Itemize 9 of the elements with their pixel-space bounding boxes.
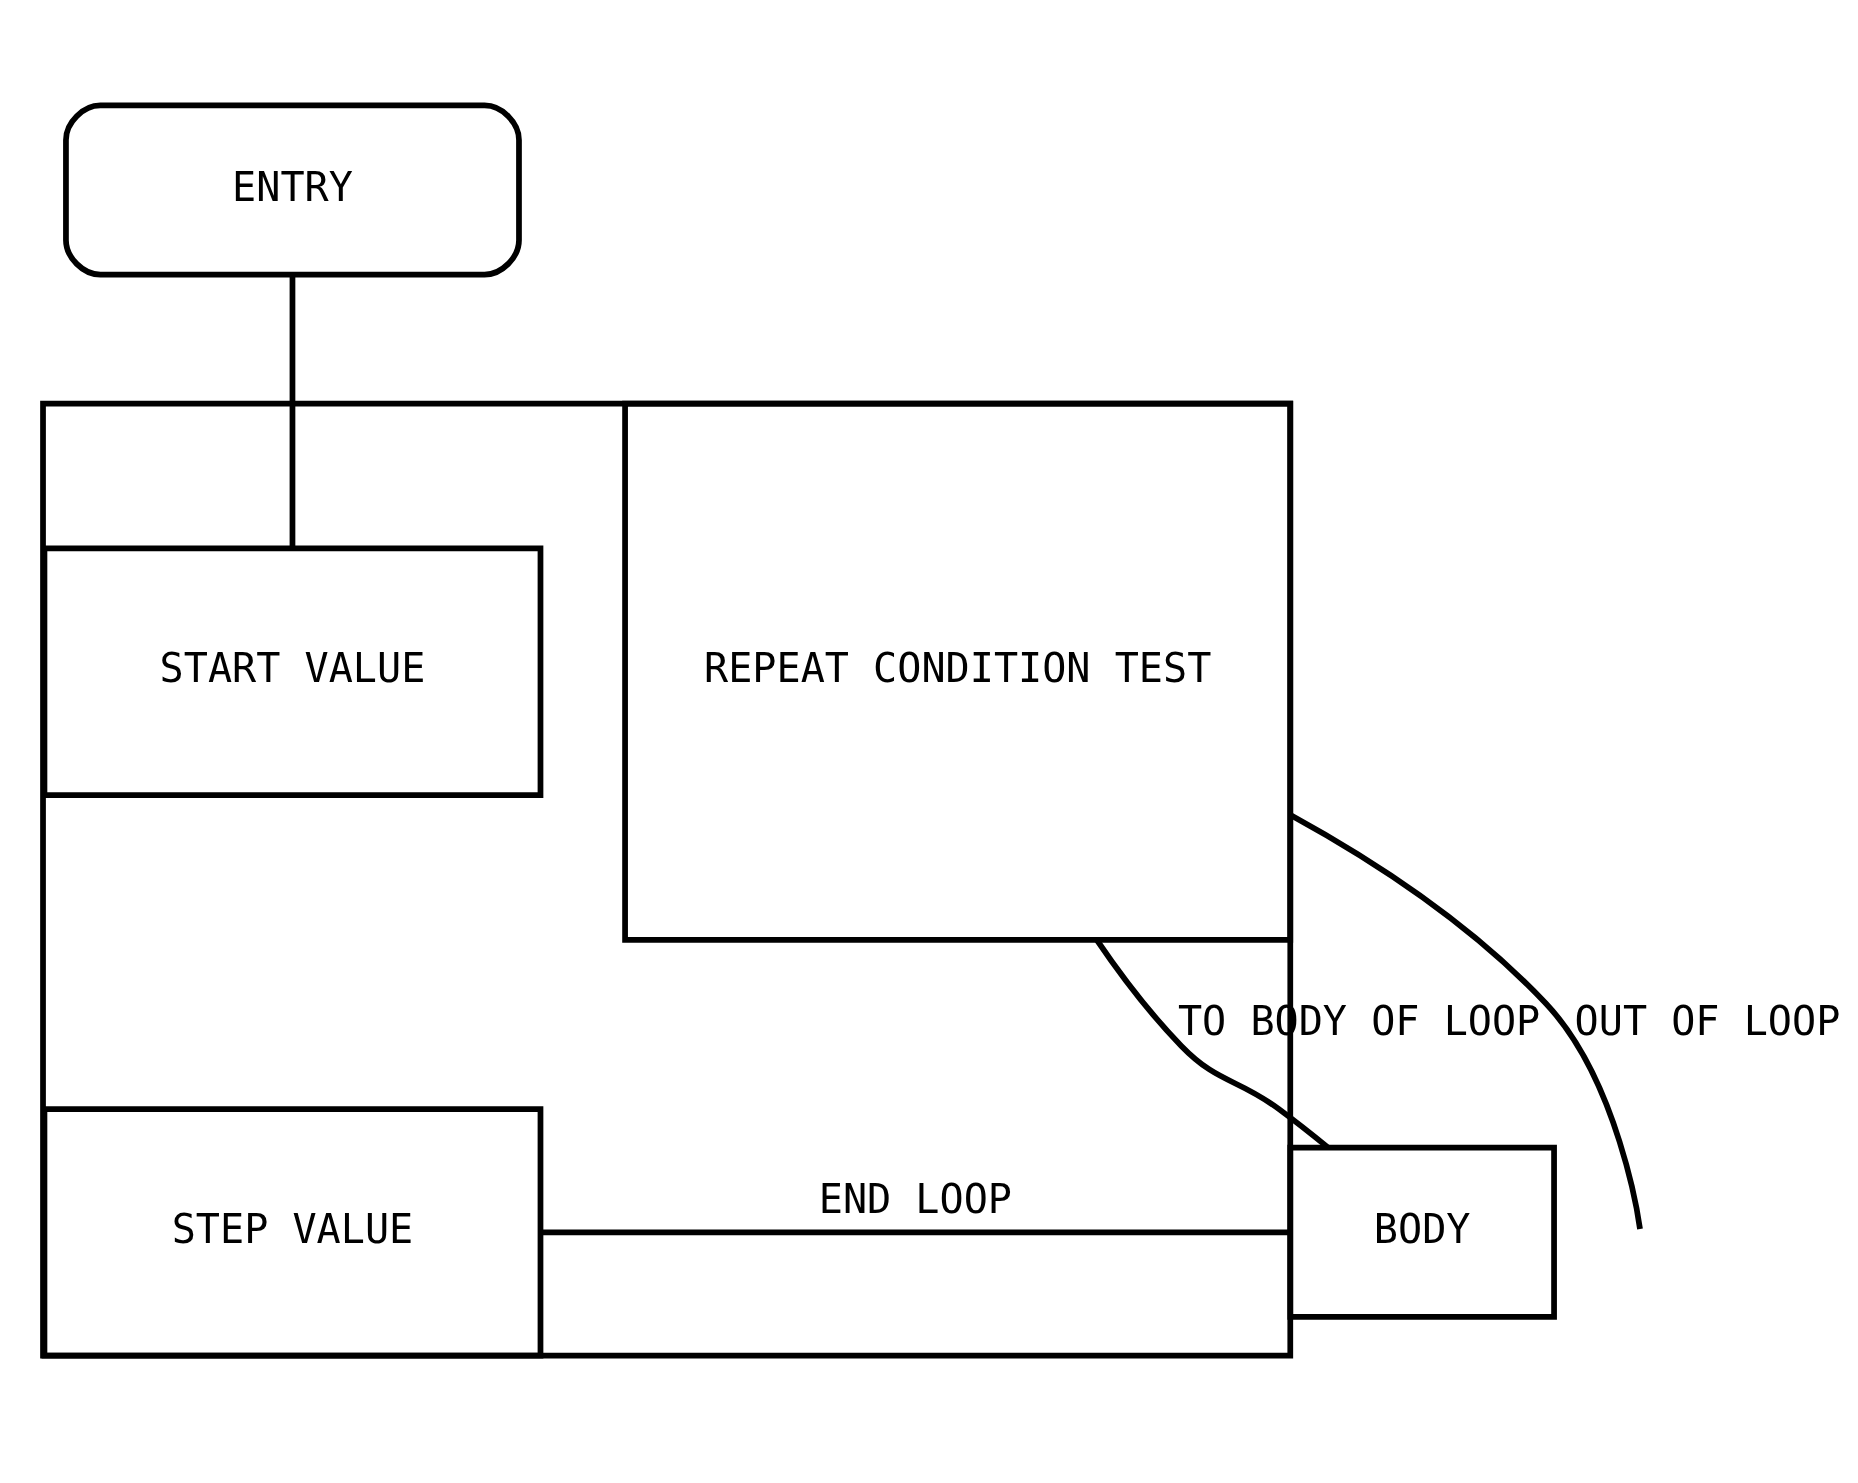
node-box: ENTRY	[63, 102, 522, 277]
connector	[289, 274, 296, 548]
connector	[1289, 811, 1643, 1229]
node-box: BODY	[1287, 1144, 1557, 1320]
edge-label: END LOOP	[818, 1175, 1013, 1222]
edge-label: OUT OF LOOP	[1574, 997, 1841, 1044]
node-box: STEP VALUE	[41, 1105, 544, 1358]
node-box: REPEAT CONDITION TEST	[622, 400, 1294, 943]
connector	[541, 1228, 1290, 1235]
